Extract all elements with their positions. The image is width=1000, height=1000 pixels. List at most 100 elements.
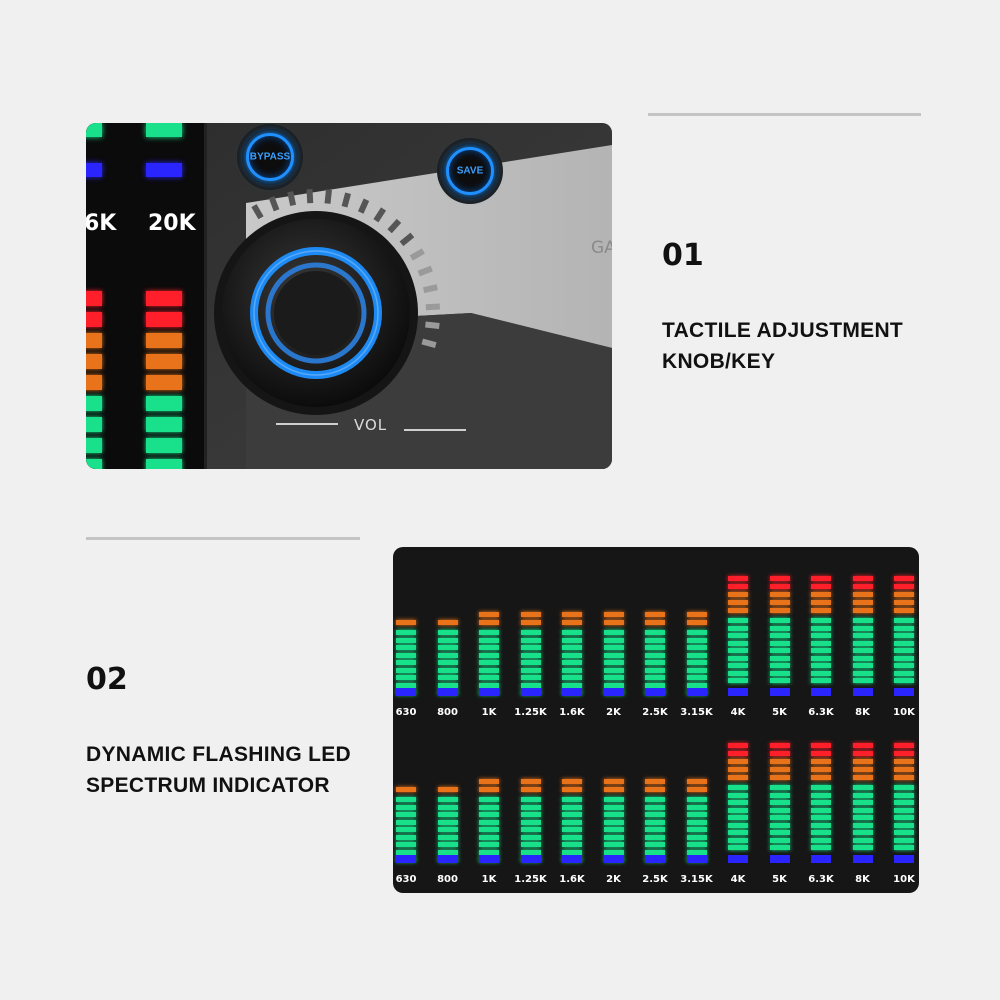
spectrum-led: [686, 842, 707, 847]
spectrum-led: [769, 584, 790, 589]
spectrum-led: [811, 845, 831, 850]
spectrum-led: [520, 827, 541, 832]
spectrum-led: [894, 792, 914, 798]
spectrum-led: [728, 807, 748, 813]
spectrum-led: [728, 775, 748, 780]
band-label: 1.6K: [559, 874, 585, 885]
spectrum-led: [686, 675, 707, 680]
spectrum-led: [728, 678, 748, 683]
strip-led: [86, 375, 102, 390]
spectrum-base-led: [811, 855, 831, 863]
band-label: 800: [437, 707, 458, 718]
spectrum-led: [479, 842, 499, 847]
spectrum-led: [769, 633, 790, 638]
strip-led: [146, 438, 182, 453]
spectrum-led: [396, 620, 416, 625]
bypass-button-label: BYPASS: [249, 151, 291, 163]
band-label: 2K: [606, 874, 621, 885]
band-label: 5K: [772, 874, 787, 885]
spectrum-base-led: [728, 855, 748, 863]
spectrum-led: [728, 663, 748, 668]
vol-line-right: [404, 429, 466, 431]
spectrum-led: [479, 652, 499, 658]
spectrum-led: [645, 797, 665, 802]
spectrum-base-led: [769, 855, 790, 863]
spectrum-base-led: [603, 855, 624, 863]
strip-led: [86, 354, 102, 369]
spectrum-base-led: [437, 855, 458, 863]
spectrum-led: [728, 625, 748, 631]
volume-knob[interactable]: [86, 123, 612, 469]
spectrum-led: [396, 819, 416, 825]
spectrum-led: [894, 845, 914, 850]
spectrum-led: [894, 767, 914, 772]
spectrum-led: [811, 775, 831, 780]
spectrum-led: [728, 743, 748, 748]
spectrum-led: [603, 787, 624, 792]
strip-led: [86, 123, 102, 137]
spectrum-led: [396, 637, 416, 643]
spectrum-base-led: [479, 688, 499, 696]
strip-label-20k: 20K: [148, 211, 196, 236]
spectrum-led: [520, 620, 541, 625]
spectrum-led: [728, 576, 748, 581]
spectrum-led: [562, 667, 582, 673]
band-label: 1K: [481, 707, 497, 718]
spectrum-led: [686, 652, 707, 658]
spectrum-led: [894, 785, 914, 790]
spectrum-led: [603, 797, 624, 802]
spectrum-led: [520, 637, 541, 643]
spectrum-led: [437, 675, 458, 680]
band-label: 10K: [893, 874, 915, 885]
spectrum-led: [437, 849, 458, 855]
spectrum-led: [728, 830, 748, 835]
spectrum-led: [479, 682, 499, 688]
band-label: 3.15K: [680, 874, 713, 885]
spectrum-led: [852, 663, 873, 668]
strip-led: [146, 375, 182, 390]
knob-photo: 6K 20K BYPASS SAVE VOL GA: [86, 123, 612, 469]
spectrum-led: [562, 675, 582, 680]
spectrum-led: [603, 667, 624, 673]
spectrum-led: [479, 660, 499, 665]
spectrum-led: [769, 767, 790, 772]
spectrum-led: [479, 804, 499, 810]
spectrum-led: [769, 670, 790, 676]
spectrum-led: [520, 849, 541, 855]
spectrum-led: [603, 849, 624, 855]
spectrum-led: [479, 827, 499, 832]
vol-line-left: [276, 423, 338, 425]
spectrum-led: [645, 812, 665, 817]
spectrum-led: [396, 842, 416, 847]
spectrum-led: [769, 655, 790, 661]
gain-label: GA: [591, 238, 612, 258]
spectrum-led: [562, 652, 582, 658]
strip-led: [146, 291, 182, 306]
spectrum-led: [852, 576, 873, 581]
band-label: 10K: [893, 707, 915, 718]
spectrum-led: [811, 815, 831, 820]
spectrum-led: [728, 800, 748, 805]
bypass-button[interactable]: BYPASS: [242, 129, 298, 185]
spectrum-led: [437, 812, 458, 817]
spectrum-led: [437, 787, 458, 792]
spectrum-led: [852, 584, 873, 589]
spectrum-led: [396, 812, 416, 817]
spectrum-led: [645, 849, 665, 855]
spectrum-led: [603, 660, 624, 665]
spectrum-led: [686, 667, 707, 673]
spectrum-led: [686, 797, 707, 802]
spectrum-led: [645, 660, 665, 665]
spectrum-led: [852, 800, 873, 805]
spectrum-led: [728, 759, 748, 764]
spectrum-led: [852, 678, 873, 683]
spectrum-led: [852, 767, 873, 772]
spectrum-led: [811, 618, 831, 623]
save-button[interactable]: SAVE: [442, 143, 498, 199]
spectrum-led: [562, 637, 582, 643]
spectrum-led: [852, 633, 873, 638]
spectrum-led: [728, 655, 748, 661]
spectrum-base-led: [520, 855, 541, 863]
spectrum-led: [396, 630, 416, 635]
